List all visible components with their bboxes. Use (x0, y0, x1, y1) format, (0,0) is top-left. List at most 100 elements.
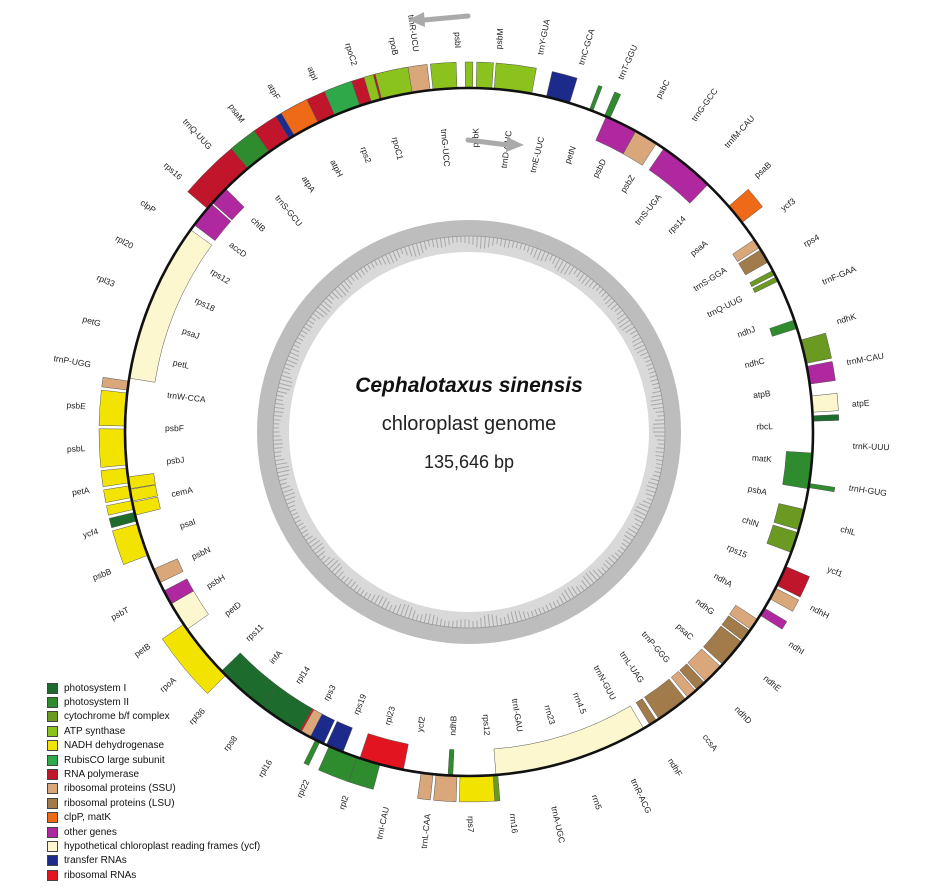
gene-label: trnW-CCA (167, 390, 207, 405)
gene-label: chlN (741, 514, 760, 529)
gene-label: rps4 (802, 232, 822, 249)
gene-label: atpH (328, 158, 345, 179)
legend-item: RubisCO large subunit (47, 753, 307, 767)
gc-spike (560, 262, 568, 274)
gene-label: trnK-UUU (853, 441, 890, 452)
gc-spike (350, 581, 356, 589)
gene-label: atpE (852, 398, 870, 409)
gc-spike (657, 415, 665, 417)
legend-label: hypothetical chloroplast reading frames … (64, 840, 261, 852)
gene-label: rps2 (358, 145, 373, 164)
gc-spike (650, 378, 658, 382)
gc-spike (622, 538, 631, 545)
gene-label: rps12 (209, 266, 233, 286)
gene-psbn (808, 483, 836, 493)
gene-label: psbC (653, 78, 671, 100)
gc-spike (273, 443, 283, 445)
gene-label: rps3 (321, 683, 338, 703)
gc-spike (400, 603, 406, 616)
gc-spike (407, 245, 413, 257)
gc-spike (285, 496, 296, 501)
gc-spike (487, 614, 490, 627)
gc-spike (499, 238, 503, 247)
gc-spike (655, 411, 664, 413)
gc-spike (331, 291, 339, 300)
gc-spike (519, 243, 523, 250)
gc-spike (545, 604, 550, 612)
gc-spike (360, 268, 366, 276)
direction-arrows (408, 12, 524, 152)
gene-rps15 (101, 377, 130, 391)
gc-spike (411, 610, 416, 620)
gene-label: ndhI (787, 639, 806, 656)
gc-spike (275, 402, 285, 406)
gene-label: infA (267, 648, 284, 666)
gc-spike (443, 620, 446, 627)
legend-item: RNA polymerase (47, 767, 307, 781)
gc-spike (540, 251, 546, 262)
gene-label: ndhJ (736, 324, 757, 340)
legend-item: photosystem II (47, 695, 307, 709)
gene-atpf (475, 61, 494, 90)
legend-swatch (47, 769, 58, 781)
gc-spike (556, 260, 564, 272)
gc-spike (581, 580, 588, 589)
gc-spike (353, 584, 359, 591)
gc-spike (282, 488, 294, 494)
gene-label: rps18 (193, 295, 217, 313)
gc-spike (627, 528, 637, 534)
gc-spike (503, 617, 507, 625)
gc-spike (564, 264, 571, 275)
gene-label: petN (562, 145, 578, 165)
gc-spike (297, 522, 304, 527)
arrow-right-head-icon (506, 137, 524, 152)
gc-spike (448, 620, 450, 627)
gc-spike (592, 283, 598, 290)
gc-spike (452, 236, 454, 244)
gc-spike (452, 620, 454, 628)
legend-swatch (47, 855, 58, 867)
gene-label: ndhK (835, 311, 857, 326)
gc-spike (492, 237, 495, 246)
gc-spike (496, 238, 499, 245)
gc-spike (634, 509, 647, 516)
gc-spike (277, 390, 288, 394)
gc-spike (510, 611, 515, 623)
gc-spike (636, 348, 647, 354)
gene-label: psaJ (181, 326, 201, 341)
gc-spike (388, 604, 393, 612)
gc-spike (423, 241, 427, 251)
gc-spike (526, 611, 531, 619)
gc-spike (647, 367, 655, 371)
legend-label: NADH dehydrogenase (64, 740, 165, 752)
gene-label: rps14 (666, 214, 688, 236)
gc-spike (582, 575, 592, 586)
gc-spike (518, 610, 523, 621)
gc-spike (285, 363, 295, 368)
gc-spike (377, 596, 384, 606)
gene-label: psaM (227, 102, 247, 125)
gene-label: atpI (305, 65, 320, 82)
gene-label: rrn5 (590, 793, 604, 811)
gc-spike (400, 248, 404, 255)
gc-spike (640, 351, 649, 357)
gc-spike (435, 238, 439, 249)
gc-spike (283, 492, 295, 497)
gc-spike (275, 458, 285, 462)
gc-spike (396, 249, 401, 259)
gc-spike (652, 406, 664, 410)
gc-spike (480, 617, 482, 628)
gc-spike (617, 549, 623, 555)
gene-label: petA (71, 485, 90, 498)
gc-spike (652, 390, 661, 394)
gc-spike (325, 557, 335, 567)
gc-spike (448, 237, 450, 245)
gc-spike (607, 300, 615, 308)
genome-length: 135,646 bp (424, 452, 514, 472)
gc-spike (607, 557, 615, 564)
gc-spike (655, 451, 664, 453)
legend: photosystem I photosystem II cytochrome … (47, 681, 307, 882)
gene-ndhe (106, 500, 135, 516)
gc-spike (578, 273, 585, 282)
